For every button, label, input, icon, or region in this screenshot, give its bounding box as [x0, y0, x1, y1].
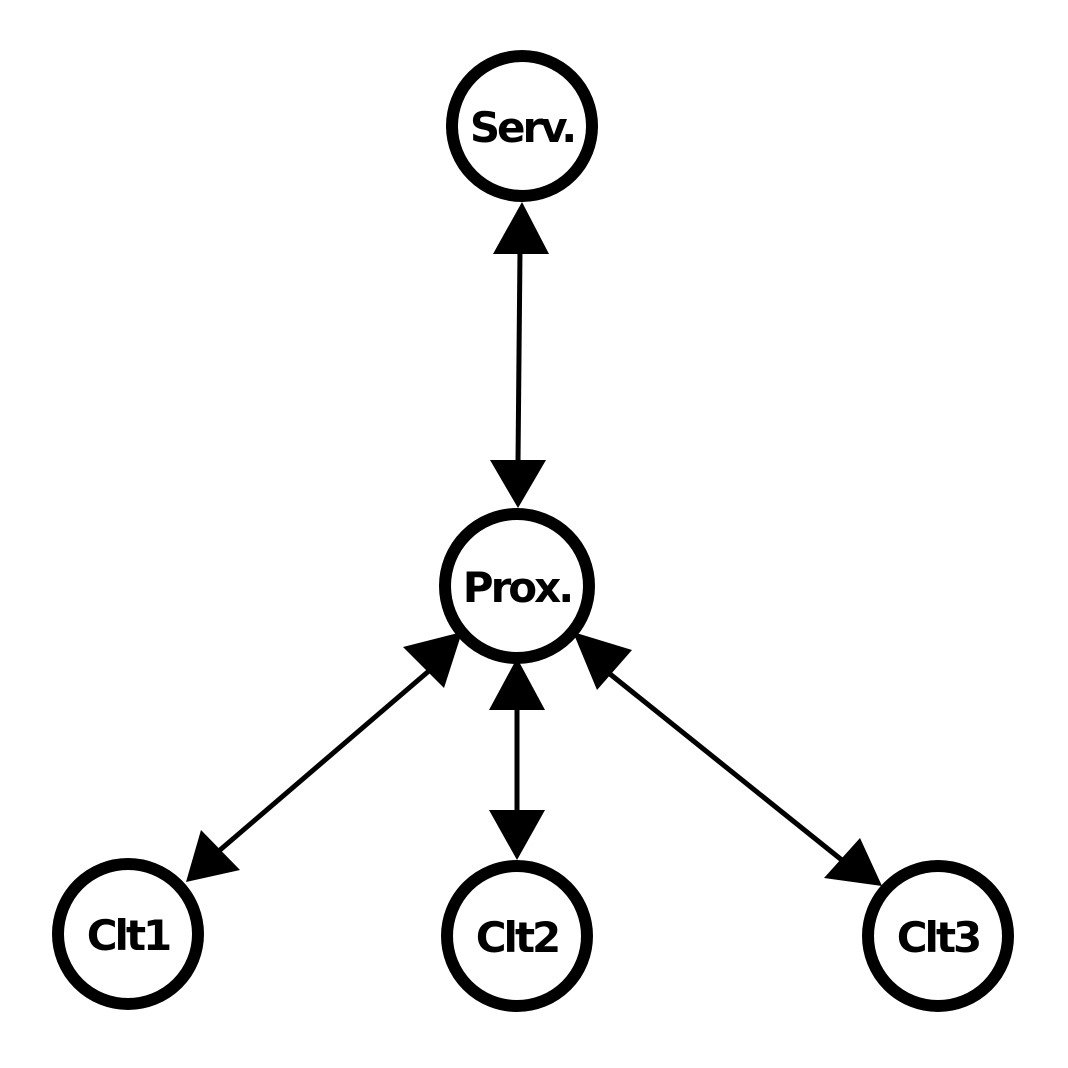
- node-client3-label: Clt3: [897, 913, 980, 962]
- node-client2: Clt2: [441, 860, 593, 1012]
- arrow-head-to-proxy: [573, 632, 632, 690]
- node-client3-circle: [862, 860, 1014, 1012]
- node-proxy-circle: [439, 508, 595, 664]
- arrow-head-to-proxy: [403, 632, 462, 688]
- arrow-head-to-proxy: [489, 658, 545, 710]
- edges: [186, 202, 882, 886]
- edge-proxy-client2: [489, 658, 545, 860]
- node-proxy-label: Prox.: [463, 563, 571, 612]
- node-client2-label: Clt2: [476, 913, 559, 962]
- node-client3: Clt3: [862, 860, 1014, 1012]
- arrow-head-to-proxy: [490, 460, 546, 508]
- node-client1: Clt1: [52, 858, 204, 1010]
- edge-proxy-client1: [186, 632, 462, 882]
- arrow-head-to-client1: [186, 830, 240, 882]
- arrow-head-to-client2: [489, 810, 545, 860]
- edge-server-proxy: [490, 202, 549, 508]
- arrow-head-to-server: [493, 202, 549, 254]
- node-server-label: Serv.: [470, 103, 574, 152]
- node-client1-circle: [52, 858, 204, 1010]
- edge-proxy-client3: [573, 632, 882, 886]
- node-client2-circle: [441, 860, 593, 1012]
- node-proxy: Prox.: [439, 508, 595, 664]
- node-client1-label: Clt1: [87, 911, 170, 960]
- edge-line: [218, 668, 432, 852]
- edge-line: [515, 249, 523, 463]
- node-server-circle: [446, 50, 598, 202]
- node-server: Serv.: [446, 50, 598, 202]
- arrow-head-to-client3: [824, 838, 882, 886]
- edge-line: [603, 668, 850, 867]
- nodes: Serv. Prox. Clt1 Clt2 Clt3: [52, 50, 1014, 1012]
